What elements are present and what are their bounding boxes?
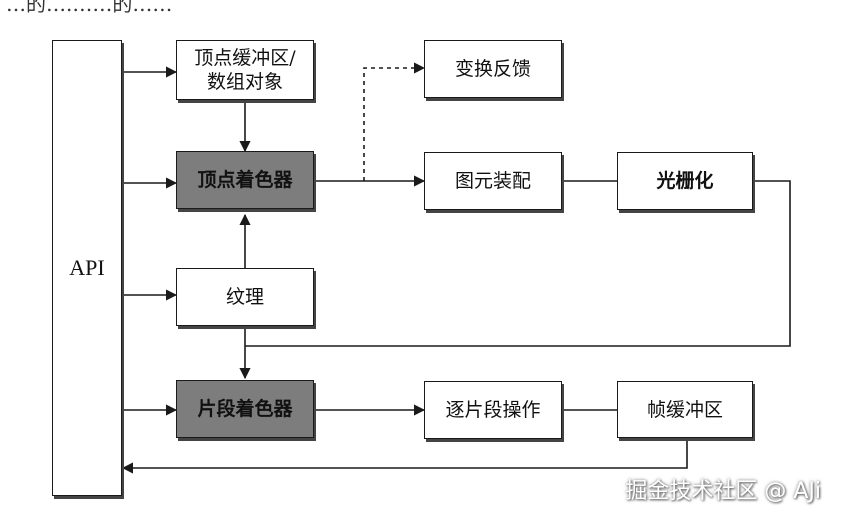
vertex-buffer-box: 顶点缓冲区/ 数组对象 — [176, 40, 314, 100]
transform-feedback-box: 变换反馈 — [424, 40, 562, 98]
primitive-assembly-box: 图元装配 — [424, 152, 562, 210]
texture-box: 纹理 — [176, 268, 314, 326]
rasterization-label: 光栅化 — [656, 170, 714, 192]
api-box: API — [52, 40, 122, 496]
fragment-shader-label: 片段着色器 — [197, 398, 293, 420]
line-raster-loop — [245, 180, 791, 347]
vertex-shader-label: 顶点着色器 — [197, 169, 293, 191]
texture-label: 纹理 — [225, 286, 264, 308]
api-label: API — [69, 255, 105, 280]
vertex-shader-box: 顶点着色器 — [176, 151, 314, 209]
fragment-shader-box: 片段着色器 — [176, 380, 314, 438]
primitive-assembly-label: 图元装配 — [454, 170, 531, 192]
per-fragment-ops-label: 逐片段操作 — [445, 399, 541, 421]
dashed-arrow-to-feedback — [363, 62, 426, 181]
watermark: 掘金技术社区 @ AJi — [625, 479, 821, 504]
per-fragment-ops-box: 逐片段操作 — [424, 381, 562, 439]
framebuffer-label: 帧缓冲区 — [646, 398, 723, 421]
vertex-buffer-label: 顶点缓冲区/ 数组对象 — [194, 47, 296, 93]
arrow-framebuffer-to-api — [121, 438, 688, 474]
top-caption: …的….……的…… — [6, 0, 173, 16]
rasterization-box: 光栅化 — [617, 152, 753, 210]
transform-feedback-label: 变换反馈 — [454, 58, 531, 80]
framebuffer-box: 帧缓冲区 — [617, 381, 753, 438]
